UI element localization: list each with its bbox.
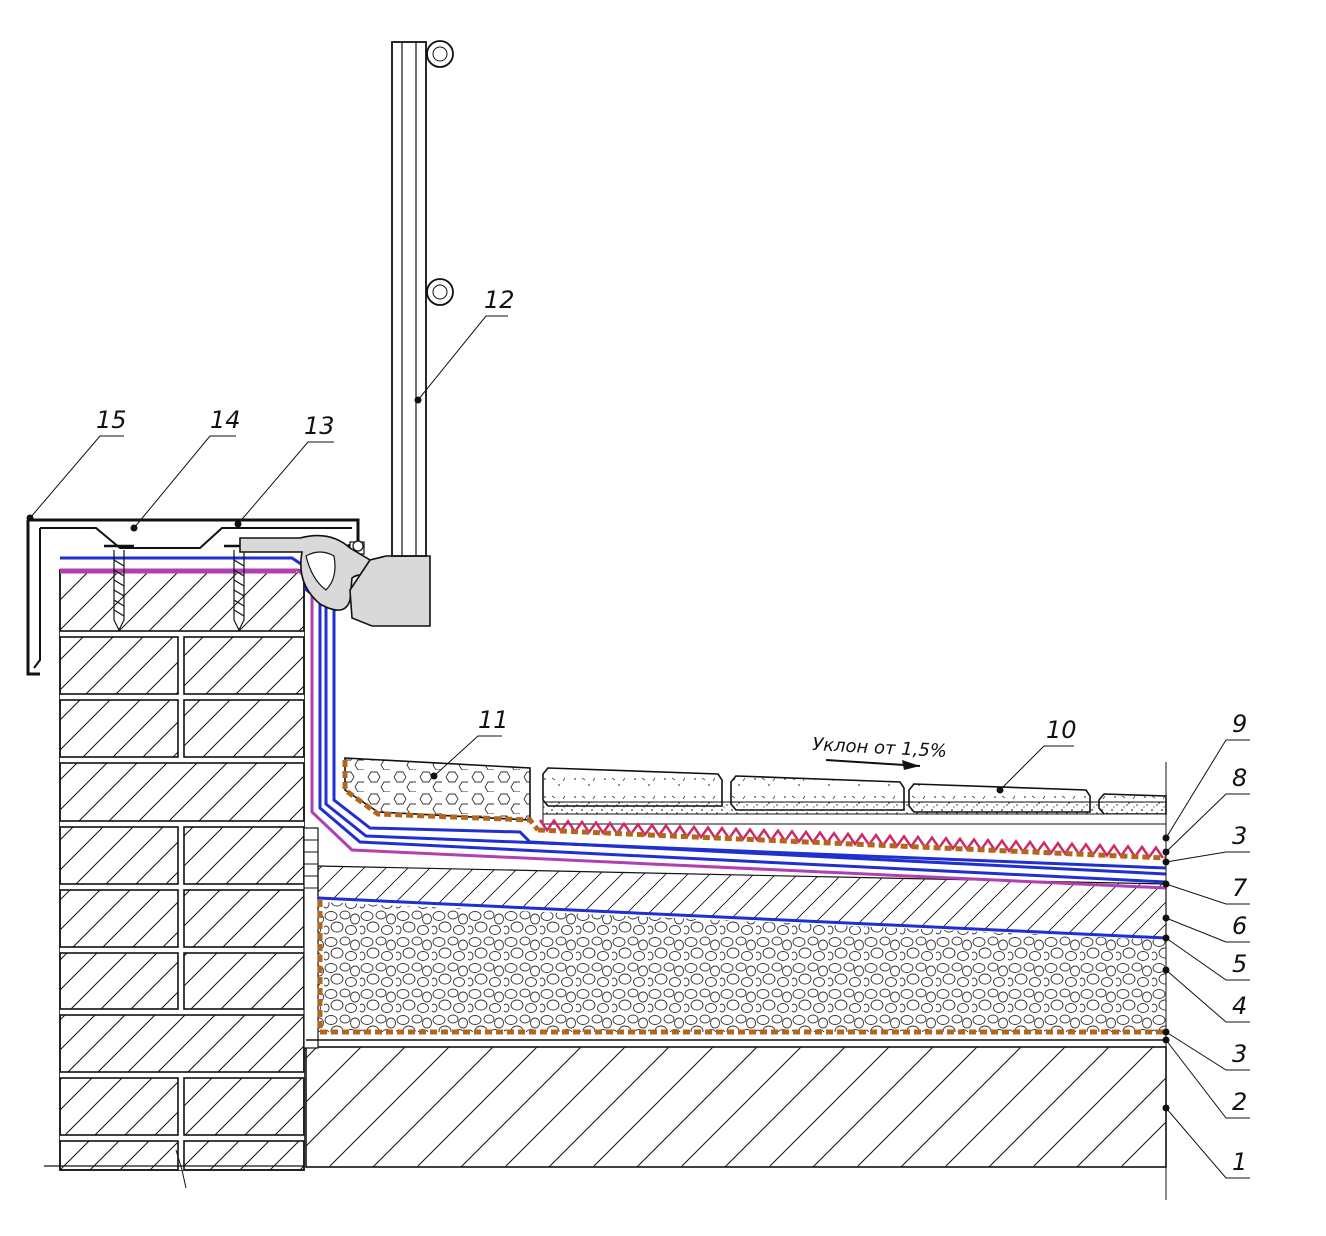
callout-numbers: 15 14 13 12 11 10 9 8 3 7 6 5 4 3 2 1 [96,286,1248,1176]
concrete-slab [305,1046,1167,1168]
paving-tiles [542,767,1167,825]
railing-bracket [239,534,431,627]
callout-10: 10 [1046,716,1077,744]
geotextile-lower [317,900,1166,1035]
callout-7: 7 [1232,874,1248,902]
callout-5: 5 [1232,950,1247,978]
callout-13: 13 [304,412,335,440]
callout-8: 8 [1232,764,1247,792]
callout-15: 15 [96,406,127,434]
membrane-lower [317,896,1167,940]
callout-6: 6 [1232,912,1247,940]
callout-2: 2 [1232,1088,1247,1116]
border-gravel-block [344,757,531,821]
gravel-fill-layer [318,902,1166,1032]
callout-leaders [29,315,1250,1179]
callout-9: 9 [1232,710,1247,738]
geotextile-upper [537,827,1167,861]
callout-dots [26,396,1170,1112]
slope-label: Уклон от 1,5% [812,734,948,762]
callout-1: 1 [1232,1148,1247,1176]
screw-anchors [104,544,254,632]
brick-parapet [44,569,305,1189]
callout-12: 12 [484,286,515,314]
callout-11: 11 [478,706,509,734]
callout-4: 4 [1232,992,1247,1020]
slope-indicator: Уклон от 1,5% [812,734,948,770]
callout-3-lower: 3 [1232,1040,1247,1068]
edge-joint-strip [303,827,319,1049]
callout-14: 14 [210,406,241,434]
railing-post [391,40,454,557]
callout-3-upper: 3 [1232,822,1247,850]
